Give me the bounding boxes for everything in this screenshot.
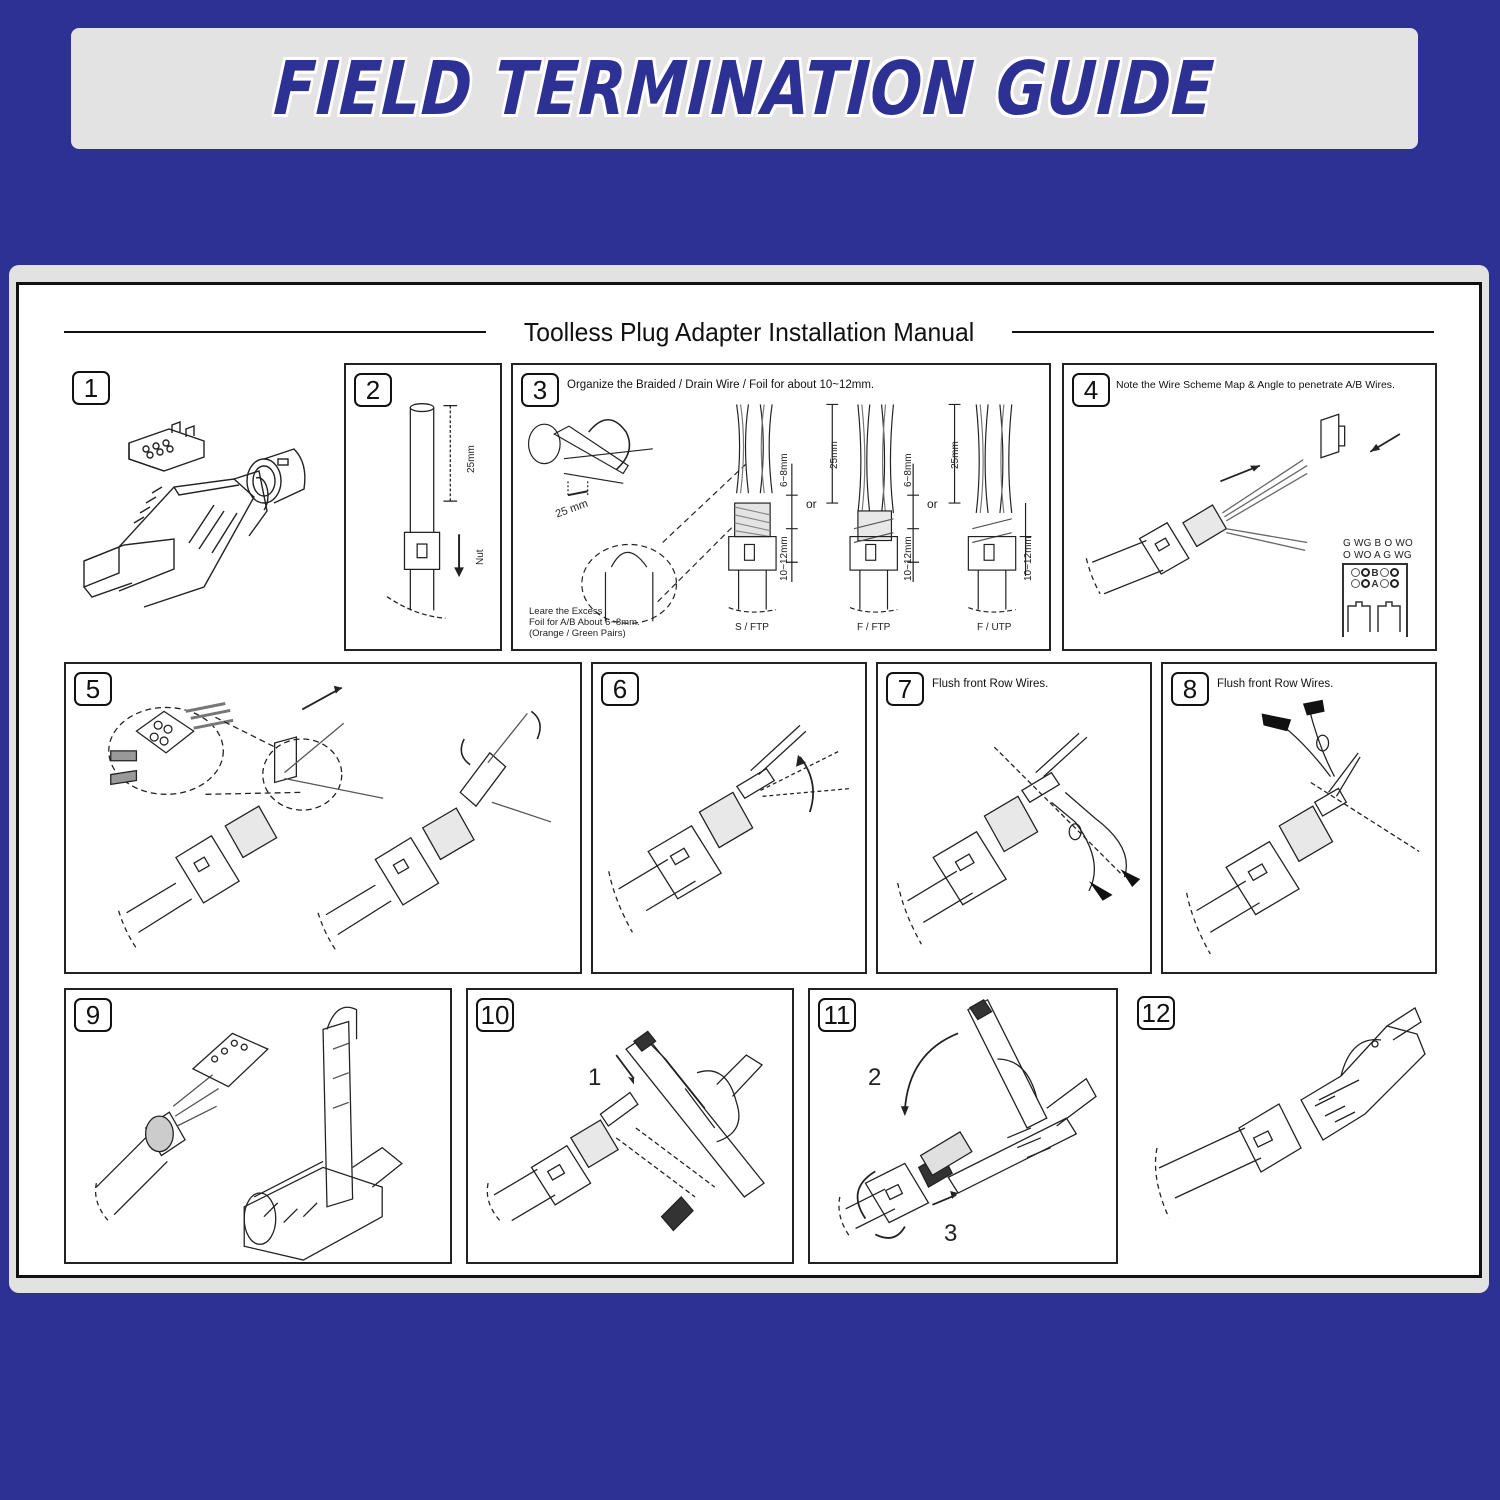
- step-caption: Note the Wire Scheme Map & Angle to pene…: [1116, 379, 1395, 391]
- wire-scheme-row-1: G WG B O WO: [1343, 538, 1413, 549]
- pin-icon: [1361, 568, 1371, 577]
- step-7-panel: 7 Flush front Row Wires.: [876, 662, 1152, 974]
- pin-icon: [1351, 568, 1361, 577]
- cable-type-sftp: S / FTP: [735, 622, 769, 633]
- manual-title: Toolless Plug Adapter Installation Manua…: [523, 316, 975, 347]
- pin-icon: [1389, 568, 1399, 577]
- pin-row-bottom: A: [1344, 579, 1406, 590]
- or-label: or: [927, 497, 938, 511]
- step-number: 10: [476, 998, 514, 1032]
- step-number: 6: [601, 672, 639, 706]
- wire-manager-outline-icon: [1347, 601, 1401, 632]
- header-rule-right: [1012, 331, 1435, 333]
- exploded-plug-parts-illustration: [83, 420, 306, 608]
- nut-label: Nut: [475, 549, 486, 565]
- step-number: 2: [354, 373, 392, 407]
- pin-b-label: B: [1371, 568, 1379, 579]
- dim-6-8: 6~8mm: [779, 453, 790, 487]
- step-number: 5: [74, 672, 112, 706]
- pin-row-top: B: [1344, 568, 1406, 579]
- note-line: Foil for A/B About 6~8mm.: [529, 617, 640, 628]
- step-6-panel: 6: [591, 662, 867, 974]
- length-label: 25mm: [466, 445, 477, 473]
- dim-10-12: 10~12mm: [1023, 536, 1034, 581]
- fold-wires-illustration: [608, 724, 852, 933]
- close-housing-illustration: [486, 1030, 765, 1232]
- pin-a-label: A: [1371, 579, 1379, 590]
- step-2-panel: 2 25mm Nut: [344, 363, 502, 651]
- manual-sheet: Toolless Plug Adapter Installation Manua…: [9, 265, 1489, 1293]
- dim-10-12: 10~12mm: [779, 536, 790, 581]
- step-number: 8: [1171, 672, 1209, 706]
- step-number: 3: [521, 373, 559, 407]
- step-caption: Flush front Row Wires.: [1217, 678, 1334, 690]
- foil-note: Leare the Excess Foil for A/B About 6~8m…: [529, 606, 640, 639]
- header-rule-left: [64, 331, 486, 333]
- note-line: Leare the Excess: [529, 606, 603, 617]
- step-12-panel: 12: [1129, 988, 1439, 1264]
- wire-scheme-row-2: O WO A G WG: [1343, 550, 1412, 561]
- step-9-panel: 9: [64, 988, 452, 1264]
- step-number: 1: [72, 371, 110, 405]
- wire-scheme-map: B A: [1342, 563, 1408, 637]
- step-4-panel: 4 Note the Wire Scheme Map & Angle to pe…: [1062, 363, 1437, 651]
- shield-organization-illustration: [527, 403, 1032, 624]
- or-label: or: [806, 497, 817, 511]
- step-10-panel: 10 1: [466, 988, 794, 1264]
- title-banner: FIELD TERMINATION GUIDE: [71, 28, 1418, 149]
- step-8-panel: 8 Flush front Row Wires.: [1161, 662, 1437, 974]
- step-3-panel: 3 Organize the Braided / Drain Wire / Fo…: [511, 363, 1051, 651]
- step-number: 12: [1137, 996, 1175, 1030]
- step-5-panel: 5: [64, 662, 582, 974]
- manual-frame: Toolless Plug Adapter Installation Manua…: [16, 282, 1482, 1278]
- wire-insertion-illustration: [1085, 413, 1401, 595]
- pin-icon: [1379, 568, 1389, 577]
- dim-10-12: 10~12mm: [903, 536, 914, 581]
- cable-type-fftp: F / FTP: [857, 622, 891, 633]
- dim-6-8: 6~8mm: [903, 453, 914, 487]
- step-number: 7: [886, 672, 924, 706]
- step-caption: Flush front Row Wires.: [932, 678, 1049, 690]
- insert-into-housing-illustration: [94, 1006, 403, 1261]
- note-line: (Orange / Green Pairs): [529, 628, 626, 639]
- sub-step-2: 2: [868, 1064, 882, 1091]
- step-number: 9: [74, 998, 112, 1032]
- step-number: 4: [1072, 373, 1110, 407]
- manual-header: Toolless Plug Adapter Installation Manua…: [64, 316, 1435, 347]
- pin-icon: [1389, 579, 1399, 588]
- step-number: 11: [818, 998, 856, 1032]
- cable-strip-and-nut-illustration: [386, 403, 464, 619]
- pin-icon: [1351, 579, 1361, 588]
- step-11-panel: 11 2 3: [808, 988, 1118, 1264]
- pin-icon: [1361, 579, 1371, 588]
- banner-title: FIELD TERMINATION GUIDE: [272, 45, 1217, 132]
- dim-25: 25mm: [829, 441, 840, 469]
- finished-plug-illustration: [1154, 1007, 1426, 1219]
- load-wire-manager-illustration: [108, 685, 552, 951]
- sub-step-3: 3: [944, 1220, 958, 1247]
- step-caption: Organize the Braided / Drain Wire / Foil…: [567, 379, 875, 391]
- cut-rear-wires-illustration: [1186, 699, 1420, 955]
- pin-icon: [1379, 579, 1389, 588]
- dim-25: 25mm: [950, 441, 961, 469]
- step-1-panel: 1: [64, 363, 339, 649]
- sub-step-1: 1: [588, 1064, 602, 1091]
- lock-and-tighten-illustration: [838, 998, 1097, 1239]
- cut-front-wires-illustration: [897, 732, 1141, 945]
- cable-type-futp: F / UTP: [977, 622, 1012, 633]
